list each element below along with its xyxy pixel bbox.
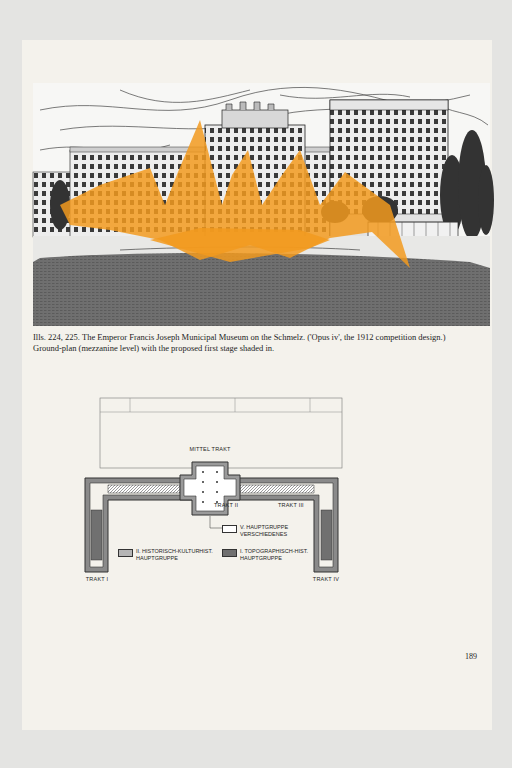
wing-label: TRAKT IV [313,576,339,583]
ground-plan [85,398,342,572]
legend-text: V. HAUPTGRUPPE VERSCHIEDENES [240,524,318,537]
legend-swatch [222,525,237,533]
wing-label: MITTEL TRAKT [189,446,230,453]
legend-entry: I. TOPOGRAPHISCH-HIST. HAUPTGRUPPE [222,548,318,561]
legend-text: II. HISTORISCH-KULTURHIST. HAUPTGRUPPE [136,548,214,561]
legend-entry: II. HISTORISCH-KULTURHIST. HAUPTGRUPPE [118,548,214,561]
wing-label: TRAKT III [278,502,304,509]
legend-swatch [222,549,237,557]
page-sheet [22,40,492,730]
legend-entry: V. HAUPTGRUPPE VERSCHIEDENES [222,524,318,537]
legend-swatch [118,549,133,557]
wing-label: TRAKT I [86,576,108,583]
wing-label: TRAKT II [214,502,238,509]
museum-rendering [33,83,494,326]
figure-caption: Ills. 224, 225. The Emperor Francis Jose… [33,332,473,354]
page-number: 189 [465,652,477,661]
legend-text: I. TOPOGRAPHISCH-HIST. HAUPTGRUPPE [240,548,318,561]
